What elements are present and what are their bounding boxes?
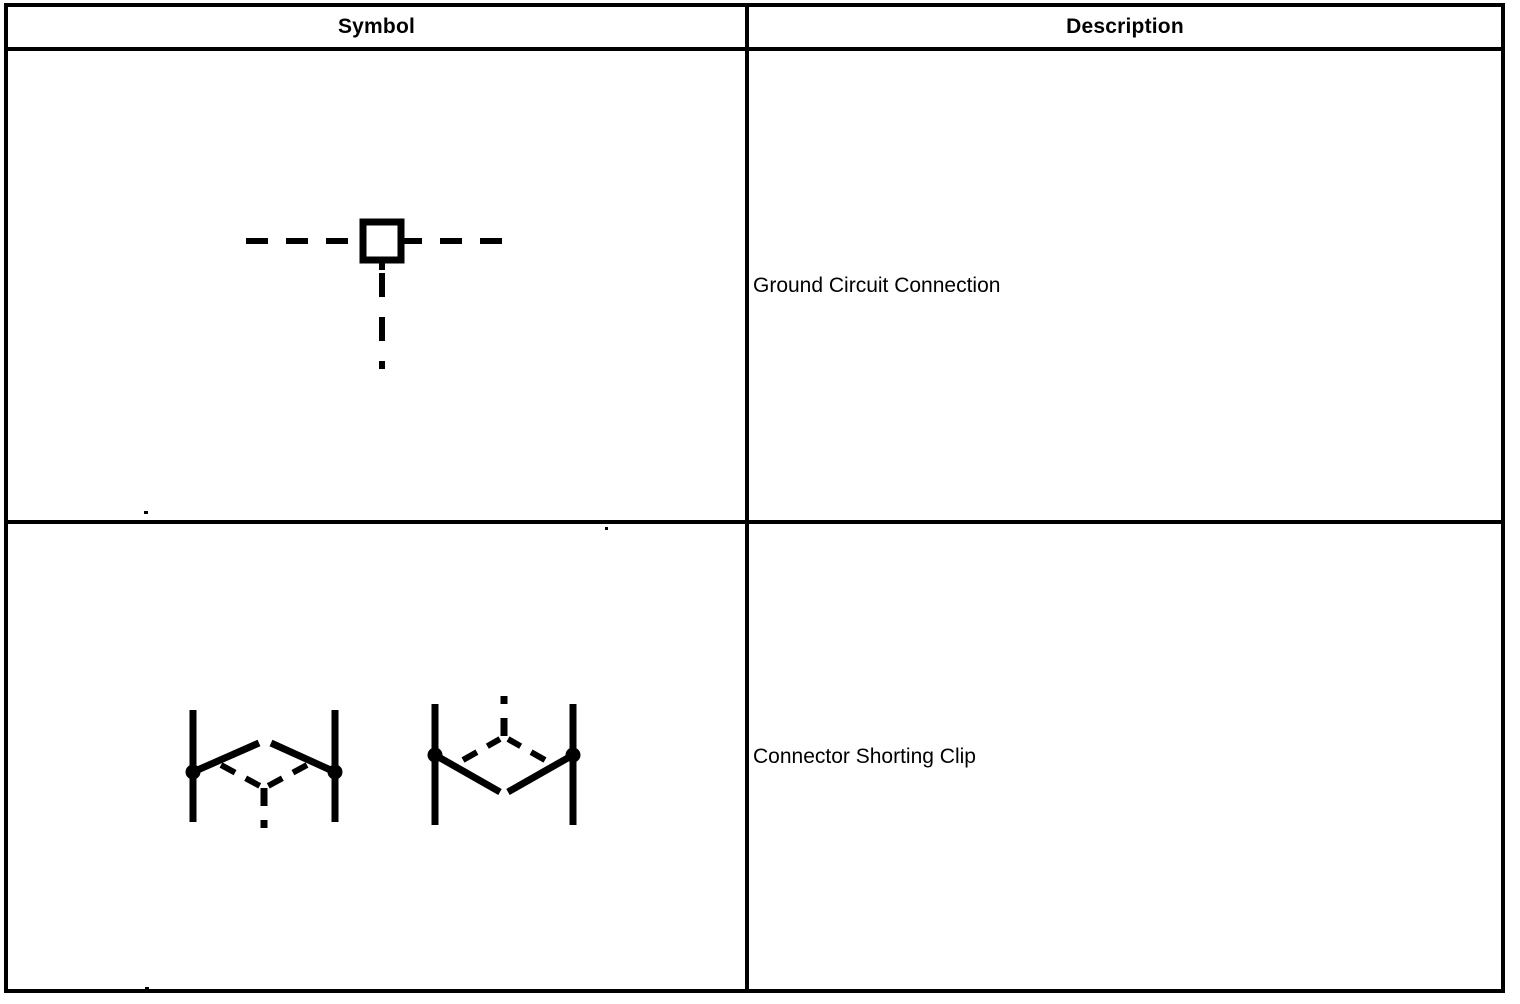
scan-speck-lower-left: [145, 987, 149, 990]
clip-variant-contacts-down: [427, 696, 581, 825]
clip-variant-contacts-up: [185, 710, 343, 828]
clip-b-right-blade: [506, 751, 575, 796]
table-row-symbol-cell-shorting-clip: [8, 524, 745, 989]
open-square-node: [359, 218, 405, 264]
clip-a-right-blade: [269, 739, 337, 776]
connector-shorting-clip-icon: [185, 696, 581, 828]
clip-a-right-dashed-lead: [266, 762, 309, 789]
row-description-connector-shorting-clip: Connector Shorting Clip: [753, 744, 976, 768]
column-header-symbol: Symbol: [337, 15, 416, 38]
clip-a-left-dashed-lead: [219, 762, 262, 789]
clip-a-left-blade: [191, 739, 261, 776]
table-row-divider: [8, 520, 1501, 524]
scan-speck-mid-right: [605, 527, 608, 530]
table-row-symbol-cell-ground: [8, 51, 745, 520]
column-header-description: Description: [1066, 15, 1184, 38]
scan-speck-upper-left: [144, 511, 148, 514]
table-column-divider: [745, 7, 749, 989]
ground-circuit-connection-icon: [246, 218, 520, 369]
clip-b-left-blade: [433, 751, 502, 796]
clip-b-right-dashed-lead: [506, 736, 547, 763]
header-row-divider: [8, 47, 1501, 51]
clip-b-left-dashed-lead: [461, 736, 502, 763]
symbol-description-table: Symbol Description Ground Circuit Connec…: [4, 3, 1505, 993]
row-description-ground-circuit-connection: Ground Circuit Connection: [753, 273, 1001, 297]
